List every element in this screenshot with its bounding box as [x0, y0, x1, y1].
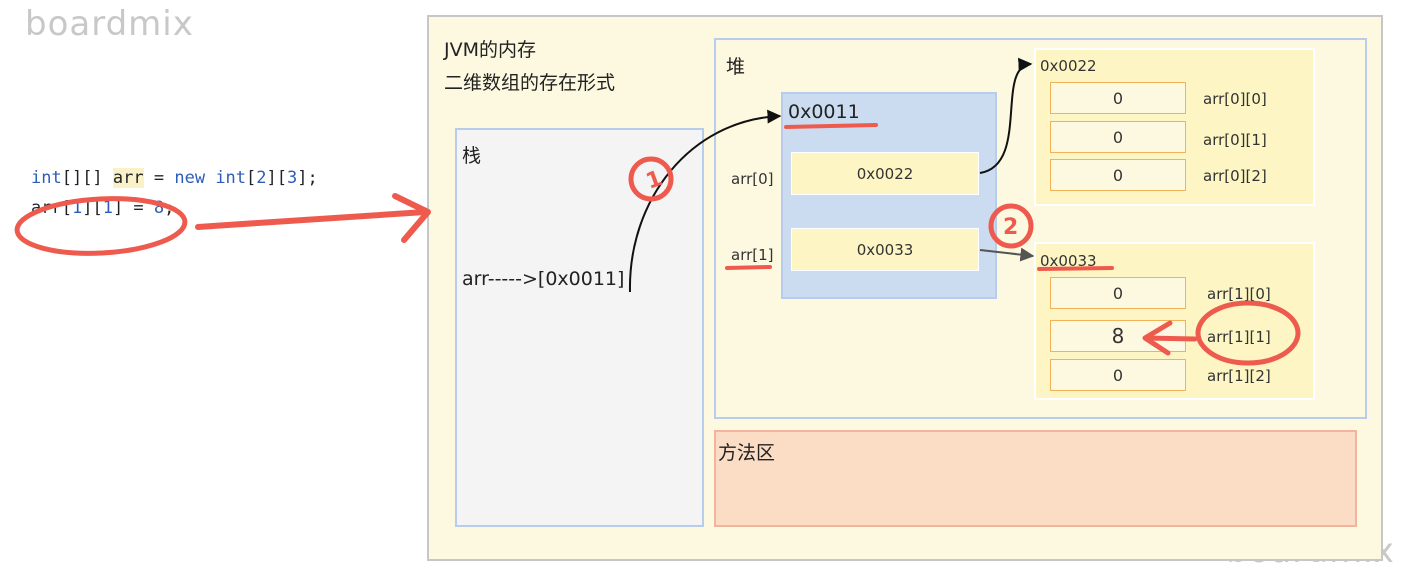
inner-array-1-cell-0: 0: [1050, 277, 1186, 309]
stack-title: 栈: [462, 145, 482, 167]
code-token: arr: [112, 168, 144, 188]
inner-array-0-cell-0: 0: [1050, 82, 1186, 114]
code-highlight-circle: [14, 196, 188, 256]
code-line-1: int[][] arr = new int[2][3];: [31, 168, 318, 188]
stack-entry: arr----->[0x0011]: [462, 268, 625, 290]
outer-label-1: arr[1]: [731, 246, 774, 264]
jvm-title: JVM的内存: [444, 39, 536, 61]
outer-ref-cell-1: 0x0033: [791, 228, 979, 271]
outer-array-address: 0x0011: [788, 101, 860, 123]
step-2-number: 2: [1003, 215, 1018, 240]
step-2-badge: [988, 203, 1034, 249]
code-token: 3: [287, 168, 298, 188]
ref-0022-arrow: [979, 57, 1033, 174]
code-token: ];: [297, 168, 318, 188]
method-area-title: 方法区: [718, 442, 776, 464]
code-token: =: [143, 168, 175, 188]
jvm-subtitle: 二维数组的存在形式: [444, 72, 616, 94]
code-token: 8: [153, 198, 165, 218]
underline-arr1-label: [725, 265, 772, 270]
inner-array-1-cell-2: 0: [1050, 359, 1186, 391]
inner-array-0-label-1: arr[0][1]: [1203, 131, 1267, 149]
code-token: ] =: [112, 198, 154, 218]
code-token: 2: [256, 168, 267, 188]
code-token: [: [246, 168, 257, 188]
code-token: ][: [266, 168, 288, 188]
code-token: [][]: [61, 168, 113, 188]
code-token: int: [31, 168, 62, 188]
label-to-value-arrow: [1143, 335, 1198, 342]
inner-array-1-label-1: arr[1][1]: [1207, 328, 1271, 346]
target-label-circle: [1195, 300, 1301, 366]
inner-array-0-address: 0x0022: [1040, 57, 1097, 75]
code-to-jvm-arrowhead: [392, 193, 431, 243]
outer-ref-cell-0: 0x0022: [791, 152, 979, 195]
code-token: int: [215, 168, 247, 188]
method-area: [714, 430, 1357, 527]
inner-array-1-label-0: arr[1][0]: [1207, 285, 1271, 303]
step-1-number: 1: [643, 166, 666, 195]
step-1-badge: [628, 156, 674, 202]
code-token: new: [174, 168, 206, 188]
ref-0033-arrow: [979, 247, 1035, 262]
underline-0033-address: [1037, 266, 1114, 271]
code-token: 1: [102, 198, 113, 218]
label-to-value-arrowhead: [1142, 320, 1173, 356]
code-token: 1: [71, 198, 83, 218]
underline-outer-address: [784, 123, 878, 129]
inner-array-0-label-0: arr[0][0]: [1203, 90, 1267, 108]
heap-title: 堆: [726, 56, 746, 78]
inner-array-0-label-2: arr[0][2]: [1203, 167, 1267, 185]
code-token: ][: [82, 198, 103, 218]
code-to-jvm-arrow: [195, 209, 428, 230]
inner-array-0-cell-1: 0: [1050, 121, 1186, 153]
inner-array-1-address: 0x0033: [1040, 252, 1097, 270]
inner-array-1-label-2: arr[1][2]: [1207, 367, 1271, 385]
inner-array-0-cell-2: 0: [1050, 159, 1186, 191]
outer-label-0: arr[0]: [731, 170, 774, 188]
watermark-top: boardmix: [25, 4, 194, 44]
